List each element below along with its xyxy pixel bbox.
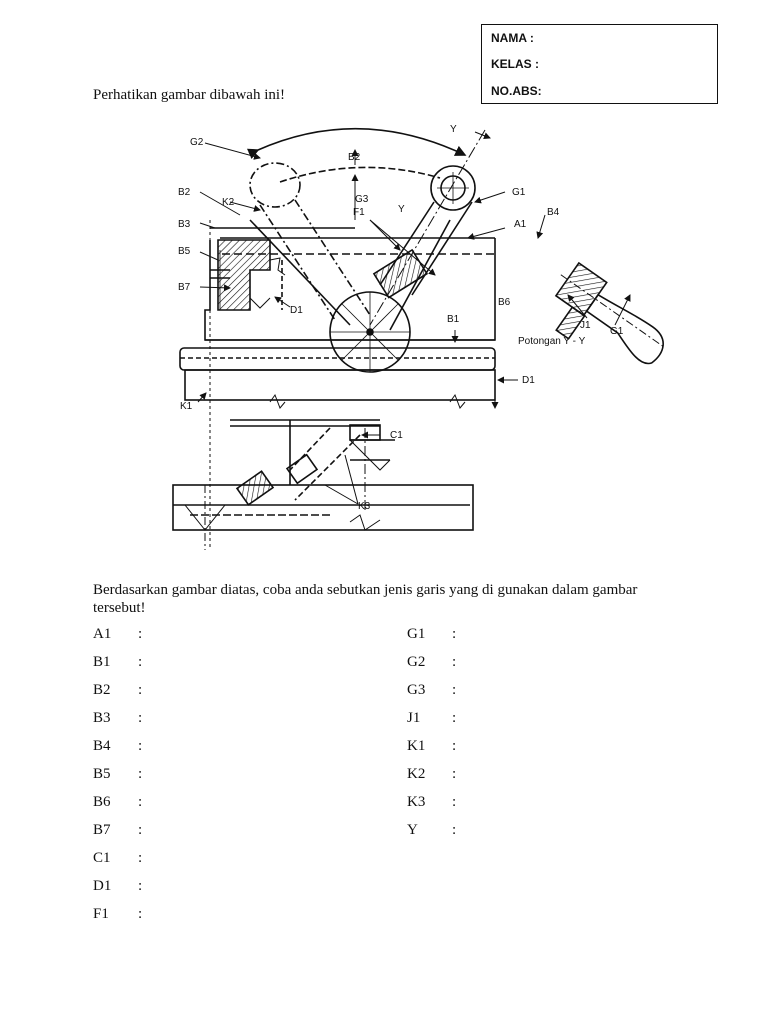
label-section-yy: Potongan Y - Y xyxy=(518,336,586,347)
answer-code: K1 xyxy=(407,738,426,754)
answer-item: K3: xyxy=(407,794,687,822)
answer-item: J1: xyxy=(407,710,687,738)
answer-colon: : xyxy=(138,682,143,698)
label-y: Y xyxy=(450,124,457,135)
answer-item: B5: xyxy=(93,766,373,794)
answer-colon: : xyxy=(138,766,143,782)
answer-colon: : xyxy=(452,738,457,754)
answer-colon: : xyxy=(452,710,457,726)
answer-colon: : xyxy=(452,766,457,782)
answer-item: K1: xyxy=(407,738,687,766)
answer-code: B6 xyxy=(93,794,111,810)
answer-colon: : xyxy=(138,822,143,838)
label-b7: B7 xyxy=(178,282,191,293)
answer-item: K2: xyxy=(407,766,687,794)
label-d1-right: D1 xyxy=(522,375,535,386)
answer-colon: : xyxy=(452,626,457,642)
answer-code: C1 xyxy=(93,850,111,866)
label-b1: B1 xyxy=(447,314,460,325)
label-b6: B6 xyxy=(498,297,511,308)
question-text: Berdasarkan gambar diatas, coba anda seb… xyxy=(93,582,638,616)
label-g1: G1 xyxy=(512,187,526,198)
answer-code: D1 xyxy=(93,878,112,894)
answer-code: B2 xyxy=(93,682,111,698)
answer-item: G1: xyxy=(407,626,687,654)
answer-item: D1: xyxy=(93,878,373,906)
answer-code: Y xyxy=(407,822,418,838)
label-b3: B3 xyxy=(178,219,191,230)
answer-code: B4 xyxy=(93,738,111,754)
label-f1: F1 xyxy=(353,207,365,218)
answer-code: B1 xyxy=(93,654,111,670)
answer-code: G3 xyxy=(407,682,426,698)
answer-colon: : xyxy=(138,738,143,754)
answer-code: B7 xyxy=(93,822,111,838)
student-id-box: NAMA : KELAS : NO.ABS: xyxy=(481,24,718,104)
answer-code: K2 xyxy=(407,766,426,782)
answer-item: G3: xyxy=(407,682,687,710)
number-field-label: NO.ABS: xyxy=(491,84,542,98)
answer-item: B4: xyxy=(93,738,373,766)
label-k3: K3 xyxy=(358,501,371,512)
answer-colon: : xyxy=(452,794,457,810)
answer-item: C1: xyxy=(93,850,373,878)
label-b5: B5 xyxy=(178,246,191,257)
answer-item: A1: xyxy=(93,626,373,654)
label-g2: G2 xyxy=(190,137,204,148)
answer-code: B5 xyxy=(93,766,111,782)
class-field-label: KELAS : xyxy=(491,57,539,71)
answer-item: G2: xyxy=(407,654,687,682)
answer-colon: : xyxy=(138,794,143,810)
answer-code: G1 xyxy=(407,626,426,642)
answer-colon: : xyxy=(452,822,457,838)
label-g1-right: G1 xyxy=(610,326,624,337)
label-y-small: Y xyxy=(398,204,405,215)
label-b2: B2 xyxy=(348,152,361,163)
answer-code: B3 xyxy=(93,710,111,726)
answer-list-right: G1:G2:G3:J1:K1:K2:K3:Y: xyxy=(407,626,687,850)
answer-colon: : xyxy=(452,682,457,698)
answer-item: F1: xyxy=(93,906,373,934)
answer-item: Y: xyxy=(407,822,687,850)
answer-code: K3 xyxy=(407,794,426,810)
label-a1: A1 xyxy=(514,219,527,230)
answer-code: F1 xyxy=(93,906,109,922)
answer-list-left: A1:B1:B2:B3:B4:B5:B6:B7:C1:D1:F1: xyxy=(93,626,373,934)
name-field-label: NAMA : xyxy=(491,31,534,45)
label-j1: J1 xyxy=(580,320,591,331)
label-k2: K2 xyxy=(222,197,235,208)
label-g3: G3 xyxy=(355,194,369,205)
answer-colon: : xyxy=(138,878,143,894)
answer-colon: : xyxy=(138,906,143,922)
label-d1: D1 xyxy=(290,305,303,316)
answer-colon: : xyxy=(138,626,143,642)
label-c1: C1 xyxy=(390,430,403,441)
answer-colon: : xyxy=(138,654,143,670)
answer-item: B2: xyxy=(93,682,373,710)
label-b4: B4 xyxy=(547,207,560,218)
answer-code: G2 xyxy=(407,654,426,670)
answer-item: B7: xyxy=(93,822,373,850)
label-k1: K1 xyxy=(180,401,193,412)
answer-code: J1 xyxy=(407,710,421,726)
answer-item: B1: xyxy=(93,654,373,682)
intro-text: Perhatikan gambar dibawah ini! xyxy=(93,87,286,103)
answer-colon: : xyxy=(138,710,143,726)
technical-drawing: G2 B2 Y G3 F1 Y G1 K2 B2 B3 B5 B7 A1 B4 … xyxy=(172,124,664,550)
answer-item: B3: xyxy=(93,710,373,738)
answer-code: A1 xyxy=(93,626,112,642)
answer-colon: : xyxy=(452,654,457,670)
label-b2-left: B2 xyxy=(178,187,191,198)
answer-item: B6: xyxy=(93,794,373,822)
answer-colon: : xyxy=(138,850,143,866)
